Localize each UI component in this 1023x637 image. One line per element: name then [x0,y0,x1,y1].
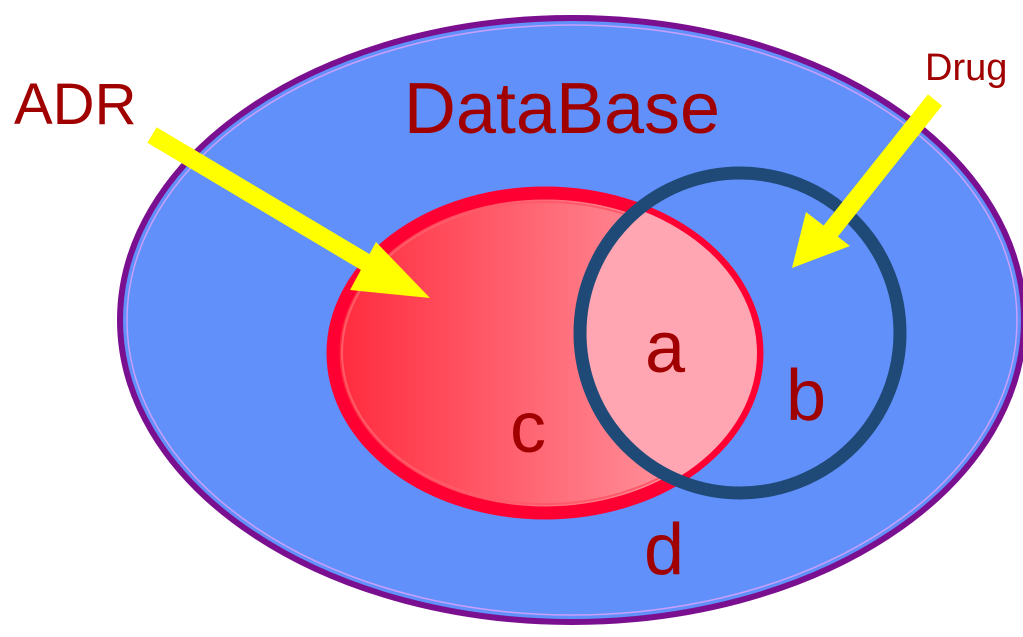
drug-label: Drug [925,47,1007,89]
database-ellipse-inner-border [126,24,1018,616]
drug-arrow [792,94,943,268]
region-a-label: a [645,308,686,388]
adr-label: ADR [14,72,136,137]
region-b-label: b [786,356,826,436]
database-label: DataBase [404,69,720,149]
region-d-label: d [644,510,684,590]
region-c-label: c [510,388,546,468]
overlap-region [580,193,757,493]
drug-circle [573,166,907,500]
adr-arrow [147,127,430,298]
